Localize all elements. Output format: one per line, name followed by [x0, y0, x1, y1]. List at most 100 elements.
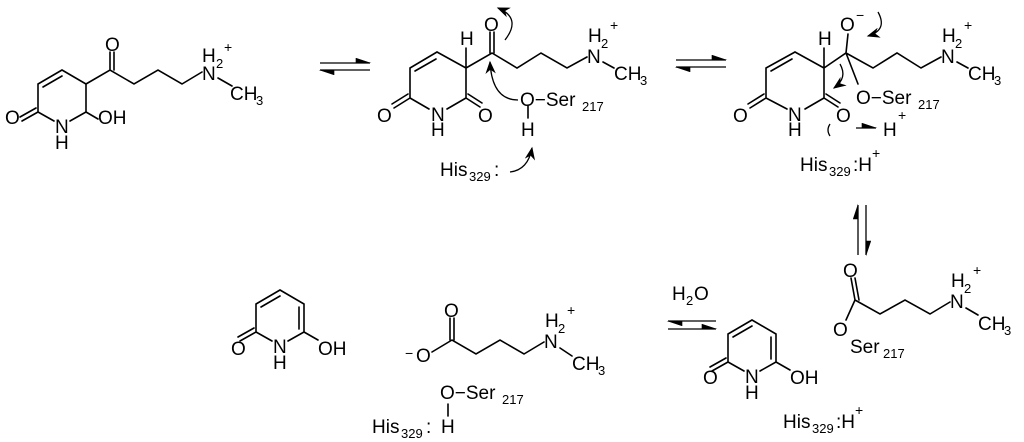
atom-label: OH [318, 339, 347, 360]
atom-label: N [544, 332, 558, 353]
substrate-molecule: O N H OH O N H 2 + CH 3 [5, 35, 263, 154]
atom-label: 3 [994, 73, 1001, 88]
histidine-label: His [800, 155, 827, 176]
residue-number: 329 [469, 169, 491, 184]
atom-label: O [833, 320, 848, 341]
atom-label: H [818, 29, 832, 50]
atom-label: H [431, 120, 445, 141]
atom-label: O [377, 106, 392, 127]
residue-number: 329 [401, 426, 423, 441]
atom-label: 2 [955, 36, 962, 51]
water-label: O [694, 284, 709, 305]
atom-label: H [588, 26, 602, 47]
atom-label: H [460, 29, 474, 50]
atom-label: CH [572, 354, 599, 375]
atom-label: N [587, 47, 601, 68]
equilibrium-arrow-hydrolysis: H 2 O [666, 284, 718, 330]
serine-label: Ser [850, 337, 880, 358]
residue-number: 329 [812, 421, 834, 436]
curved-arrow [496, 7, 513, 41]
atom-label: 3 [1004, 323, 1011, 338]
equilibrium-arrow [852, 203, 872, 257]
atom-label: 2 [558, 321, 565, 336]
atom-label: N [788, 105, 802, 126]
atom-label: H [745, 383, 759, 404]
charge-label: + [973, 262, 981, 278]
atom-label: 3 [598, 363, 605, 378]
atom-label: 2 [216, 56, 223, 71]
atom-label: CH [230, 84, 257, 105]
lone-pair-label: : [426, 417, 431, 438]
atom-label: H [273, 353, 287, 374]
atom-label: 3 [640, 73, 647, 88]
curved-arrow [827, 123, 831, 137]
atom-label: O [416, 346, 431, 367]
charge-label: − [405, 345, 413, 361]
atom-label: H [942, 26, 956, 47]
atom-label: H [55, 133, 69, 154]
atom-label: H [951, 271, 965, 292]
atom-label: N [941, 47, 955, 68]
atom-label: OH [98, 108, 127, 129]
atom-label: OH [790, 368, 819, 389]
charge-label: + [224, 39, 232, 55]
atom-label: H [521, 120, 535, 141]
atom-label: O [703, 368, 718, 389]
curved-arrow [509, 146, 536, 173]
atom-label: CH [978, 314, 1005, 335]
charge-label: + [610, 17, 618, 33]
atom-label: O [478, 106, 493, 127]
atom-label: CH [968, 64, 995, 85]
atom-label: O [733, 106, 748, 127]
curved-arrow [485, 60, 519, 101]
lone-pair-label: : [494, 160, 499, 181]
serine-label: O−Ser [856, 88, 912, 109]
serine-label: O−Ser [520, 90, 576, 111]
water-label: H [672, 284, 686, 305]
tetrahedral-intermediate: O N H O H O − N H 2 + CH 3 O−Ser 217 H +… [733, 7, 1001, 179]
residue-number: 217 [582, 99, 604, 114]
histidine-label: His [372, 417, 399, 438]
atom-label: O [836, 106, 851, 127]
acyl-enzyme-intermediate: O O Ser 217 N H 2 + CH 3 [833, 261, 1011, 361]
lone-pair-label: :H [836, 412, 855, 433]
atom-label: O [105, 35, 120, 56]
charge-label: + [898, 107, 906, 123]
atom-label: 3 [256, 93, 263, 108]
lone-pair-label: :H [853, 155, 872, 176]
carboxylate-product: − O O N H 2 + CH 3 O−Ser 217 H His 329 : [372, 301, 605, 441]
atom-label: O [484, 15, 499, 36]
atom-label: H [788, 120, 802, 141]
atom-label: N [55, 117, 69, 138]
atom-label: O [444, 301, 459, 322]
pyridone-product-right: O N H OH His 329 :H + [703, 319, 863, 436]
charge-label: + [855, 402, 863, 418]
charge-label: − [856, 7, 864, 23]
serine-label: O−Ser [440, 383, 496, 404]
atom-label: H [545, 311, 559, 332]
residue-number: 217 [883, 346, 905, 361]
atom-label: O [231, 339, 246, 360]
atom-label: H [441, 417, 455, 438]
atom-label: 2 [601, 36, 608, 51]
atom-label: O [840, 15, 855, 36]
residue-number: 329 [829, 164, 851, 179]
charge-label: + [567, 302, 575, 318]
atom-label: CH [614, 64, 641, 85]
atom-label: N [745, 367, 759, 388]
residue-number: 217 [918, 97, 940, 112]
histidine-label: His [783, 412, 810, 433]
curved-arrow [866, 11, 882, 38]
equilibrium-arrow [674, 54, 728, 73]
atom-label: O [5, 108, 20, 129]
atom-label: H [202, 46, 216, 67]
atom-label: N [950, 292, 964, 313]
atom-label: N [202, 64, 216, 85]
histidine-label: His [440, 160, 467, 181]
charge-label: + [872, 145, 880, 161]
atom-label: O [843, 261, 858, 282]
charge-label: + [964, 17, 972, 33]
water-label: 2 [686, 293, 693, 308]
atom-label: N [431, 105, 445, 126]
